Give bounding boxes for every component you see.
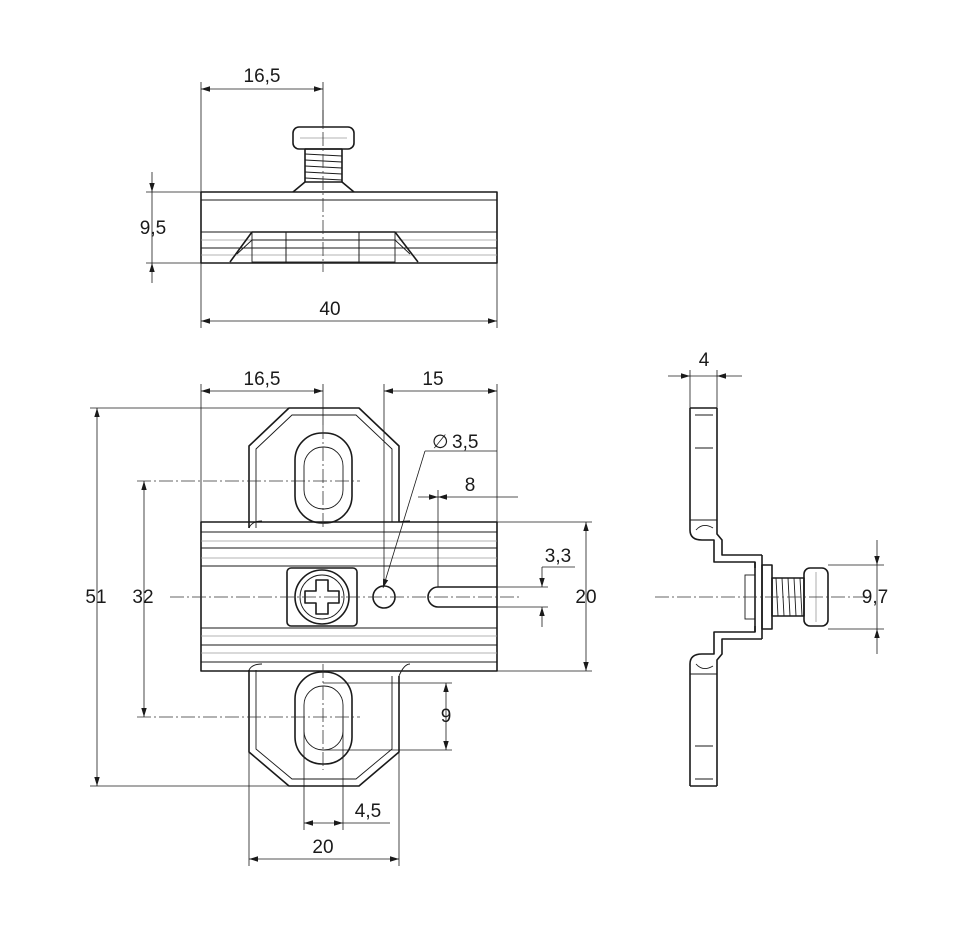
side-dim-screw-height: 9,7	[828, 540, 888, 654]
front-view: 16,5 15 ∅ 3,5 8	[85, 369, 597, 866]
front-view-lower-lobe	[248, 663, 411, 787]
front-view-plate	[200, 521, 498, 672]
front-dim-slot-distance: 8	[418, 475, 518, 587]
front-dim-slot-length: 9	[323, 682, 452, 751]
top-view: 16,5 9,5 40	[140, 66, 498, 328]
front-dim-slot-length-label: 9	[441, 706, 452, 727]
front-dim-slot-width-lower-label: 4,5	[355, 801, 381, 822]
diameter-symbol: ∅	[432, 432, 449, 453]
front-dim-offset-label: 16,5	[244, 369, 281, 390]
front-dim-hole-spacing-label: 32	[132, 587, 153, 608]
top-dim-offset: 16,5	[200, 66, 324, 192]
front-view-upper-lobe	[248, 407, 411, 529]
front-dim-distance-label: 15	[422, 369, 443, 390]
front-dim-slot-width-label: 3,3	[545, 546, 571, 567]
front-dim-plate-height: 20	[497, 521, 597, 672]
top-dim-width: 40	[200, 263, 498, 328]
front-dim-slot-width-lower: 4,5	[303, 718, 390, 830]
top-view-body	[200, 191, 498, 264]
front-dim-hole-spacing: 32	[132, 481, 154, 717]
front-dim-base-width-label: 20	[312, 837, 333, 858]
top-dim-width-label: 40	[319, 299, 340, 320]
front-dim-distance: 15	[383, 369, 498, 585]
top-dim-height-label: 9,5	[140, 218, 166, 239]
front-dim-offset: 16,5	[200, 369, 324, 522]
side-dim-thickness-label: 4	[699, 350, 710, 371]
front-dim-hole-diameter: ∅ 3,5	[382, 432, 497, 589]
front-dim-plate-height-label: 20	[575, 587, 596, 608]
top-dim-offset-label: 16,5	[244, 66, 281, 87]
top-dim-height: 9,5	[140, 172, 201, 283]
side-dim-thickness: 4	[668, 350, 742, 408]
front-dim-overall-height-label: 51	[85, 587, 106, 608]
front-dim-slot-width: 3,3	[497, 546, 575, 627]
front-dim-slot-distance-label: 8	[465, 475, 476, 496]
top-view-screw	[292, 126, 355, 193]
front-dim-overall-height: 51	[85, 407, 289, 787]
front-dim-base-width: 20	[248, 752, 400, 866]
side-dim-screw-height-label: 9,7	[862, 587, 888, 608]
side-view: 4 9,7	[655, 350, 888, 787]
front-dim-hole-diameter-label: 3,5	[452, 432, 478, 453]
